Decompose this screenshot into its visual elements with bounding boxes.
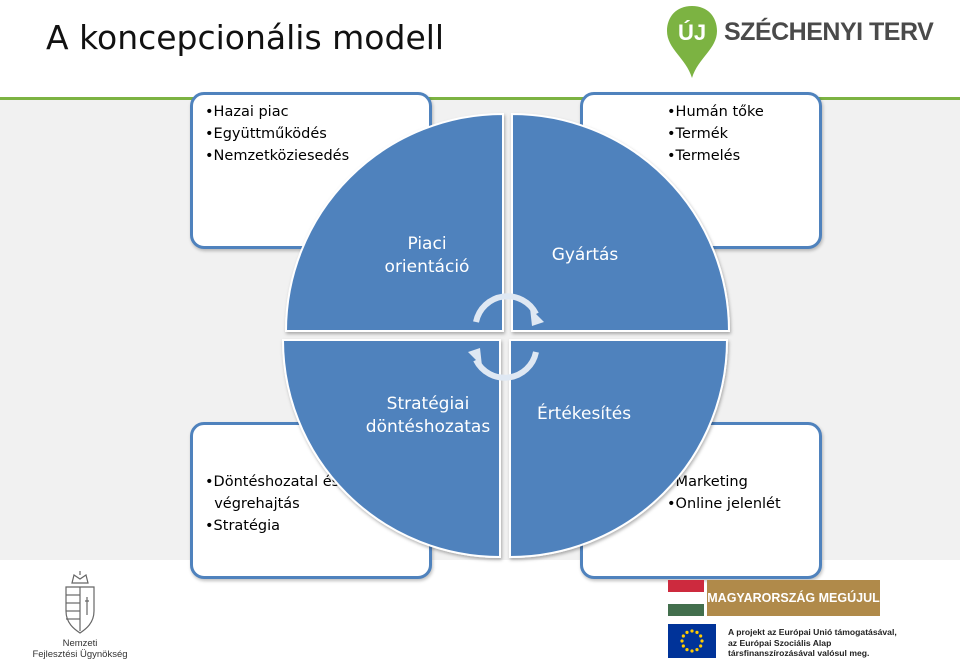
quadrant-bottom-right	[509, 339, 729, 559]
eu-note-line: társfinanszírozásával valósul meg.	[728, 648, 870, 658]
eu-flag-icon	[668, 624, 716, 658]
quadrant-label-piaci-orientacio: Piaci orientáció	[366, 233, 488, 279]
quadrant-top-right	[511, 112, 731, 332]
eu-note-line: az Európai Szociális Alap	[728, 637, 832, 648]
eu-star-icon	[695, 630, 699, 634]
pin-logo-text: ÚJ	[678, 20, 706, 45]
list-item: •Termék	[667, 126, 729, 142]
list-item: •Marketing	[667, 474, 748, 490]
quadrant-label-line: orientáció	[384, 257, 470, 277]
list-item: •Online jelenlét	[667, 496, 781, 512]
list-item: •Humán tőke	[667, 104, 764, 120]
uj-szechenyi-pin-logo: ÚJ	[667, 6, 717, 78]
eu-star-icon	[681, 644, 685, 648]
eu-star-icon	[695, 648, 699, 652]
nfu-text-line: Fejlesztési Ügynökség	[32, 649, 128, 660]
cycle-arrow-icon	[468, 293, 544, 381]
quadrant-label-line: Gyártás	[551, 245, 619, 265]
box-bottom-right-list: •Marketing •Online jelenlét	[667, 471, 781, 515]
box-top-right-list: •Humán tőke •Termék •Termelés	[667, 101, 764, 167]
eu-star-icon	[680, 639, 684, 643]
eu-star-icon	[685, 630, 689, 634]
coat-of-arms-icon	[65, 571, 95, 634]
quadrant-label-gyartas: Gyártás	[540, 244, 630, 267]
quadrant-label-line: Piaci	[407, 234, 447, 254]
eu-star-icon	[699, 644, 703, 648]
list-item: •Termelés	[667, 148, 741, 164]
quadrant-label-ertekesites: Értékesítés	[528, 403, 640, 426]
slide-title: A koncepcionális modell	[46, 18, 445, 57]
eu-star-icon	[700, 639, 704, 643]
hungarian-flag-icon	[668, 580, 704, 616]
quadrant-top-left	[284, 112, 504, 332]
szechenyi-terv-logo-text: SZÉCHENYI TERV	[724, 18, 934, 46]
nfu-text-line: Nemzeti	[62, 638, 98, 649]
quadrant-bottom-left	[281, 339, 501, 559]
quadrant-label-line: Stratégiai	[386, 394, 470, 414]
list-item: •Hazai piac	[205, 104, 289, 120]
eu-star-icon	[690, 649, 694, 653]
list-item: •Döntéshozatal és	[205, 474, 340, 490]
green-divider-line	[0, 97, 960, 100]
eu-funding-note: A projekt az Európai Unió támogatásával,…	[728, 627, 897, 659]
eu-note-line: A projekt az Európai Unió támogatásával,	[728, 627, 897, 637]
list-item: •Stratégia	[205, 518, 281, 534]
nfu-logo-text: Nemzeti Fejlesztési Ügynökség	[28, 638, 132, 660]
eu-star-icon	[699, 634, 703, 638]
list-item: végrehajtás	[205, 496, 300, 512]
list-item: •Együttműködés	[205, 126, 327, 142]
box-bottom-left-list: •Döntéshozatal és végrehajtás •Stratégia	[205, 471, 339, 537]
magyarorszag-megujul-banner: MAGYARORSZÁG MEGÚJUL	[707, 580, 880, 616]
quadrant-label-line: döntéshozatas	[365, 417, 491, 437]
box-top-left-list: •Hazai piac •Együttműködés •Nemzetközies…	[205, 101, 349, 167]
eu-star-icon	[681, 634, 685, 638]
list-item: •Nemzetköziesedés	[205, 148, 350, 164]
eu-star-icon	[685, 648, 689, 652]
quadrant-label-strategiai-donteshozatas: Stratégiai döntéshozatas	[353, 393, 503, 439]
quadrant-label-line: Értékesítés	[536, 404, 632, 424]
eu-star-icon	[690, 629, 694, 633]
